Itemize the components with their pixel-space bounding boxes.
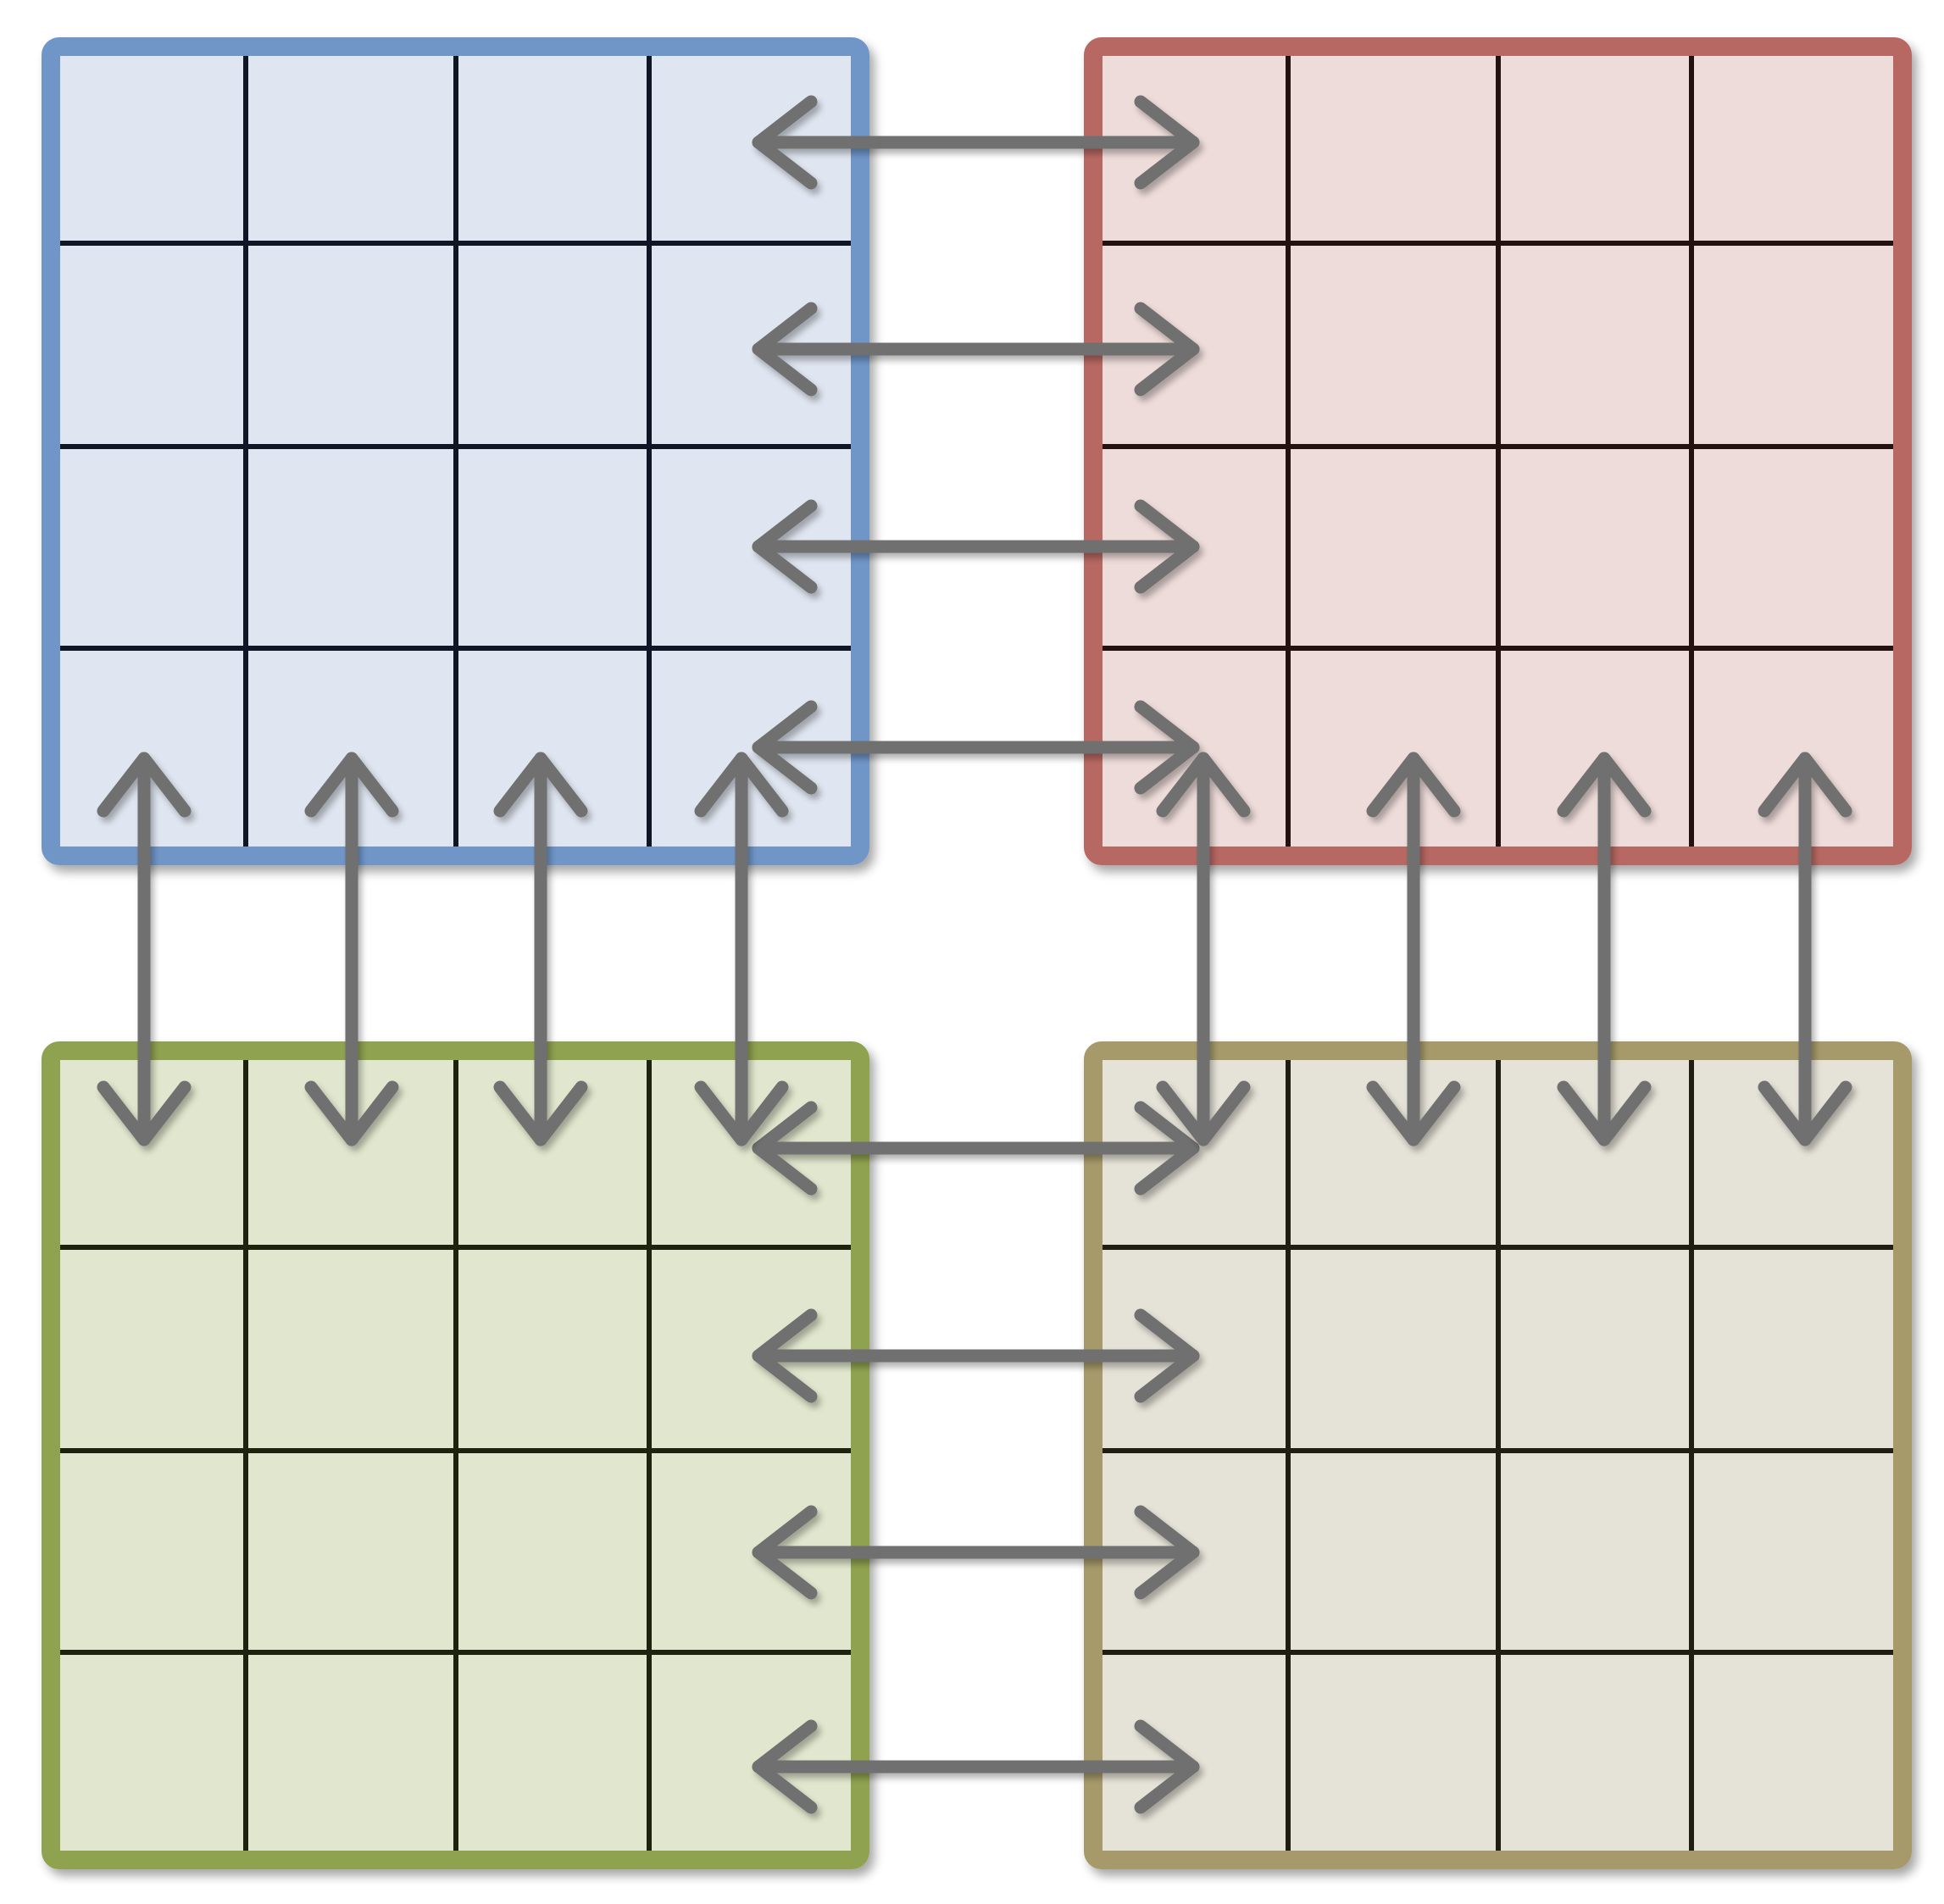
horizontal-exchange-arrow [752, 1101, 1200, 1196]
vertical-exchange-arrow [1156, 752, 1251, 1146]
horizontal-exchange-arrow [752, 700, 1200, 795]
vertical-exchange-arrow [493, 752, 588, 1146]
vertical-exchange-arrow [694, 752, 789, 1146]
top-right-block [1084, 37, 1912, 865]
horizontal-exchange-arrow [752, 499, 1200, 594]
bottom-right-block [1084, 1041, 1912, 1869]
exchange-arrows [97, 95, 1852, 1814]
vertical-exchange-arrow [97, 752, 192, 1146]
horizontal-exchange-arrow [752, 1505, 1200, 1600]
grid-blocks [42, 37, 1912, 1869]
top-left-block [42, 37, 869, 865]
bottom-left-block [42, 1041, 869, 1869]
vertical-exchange-arrow [304, 752, 399, 1146]
horizontal-exchange-arrow [752, 95, 1200, 190]
horizontal-exchange-arrow [752, 1719, 1200, 1814]
vertical-exchange-arrow [1366, 752, 1461, 1146]
vertical-exchange-arrow [1758, 752, 1852, 1146]
horizontal-exchange-arrow [752, 1308, 1200, 1403]
horizontal-exchange-arrow [752, 302, 1200, 397]
vertical-exchange-arrow [1557, 752, 1652, 1146]
